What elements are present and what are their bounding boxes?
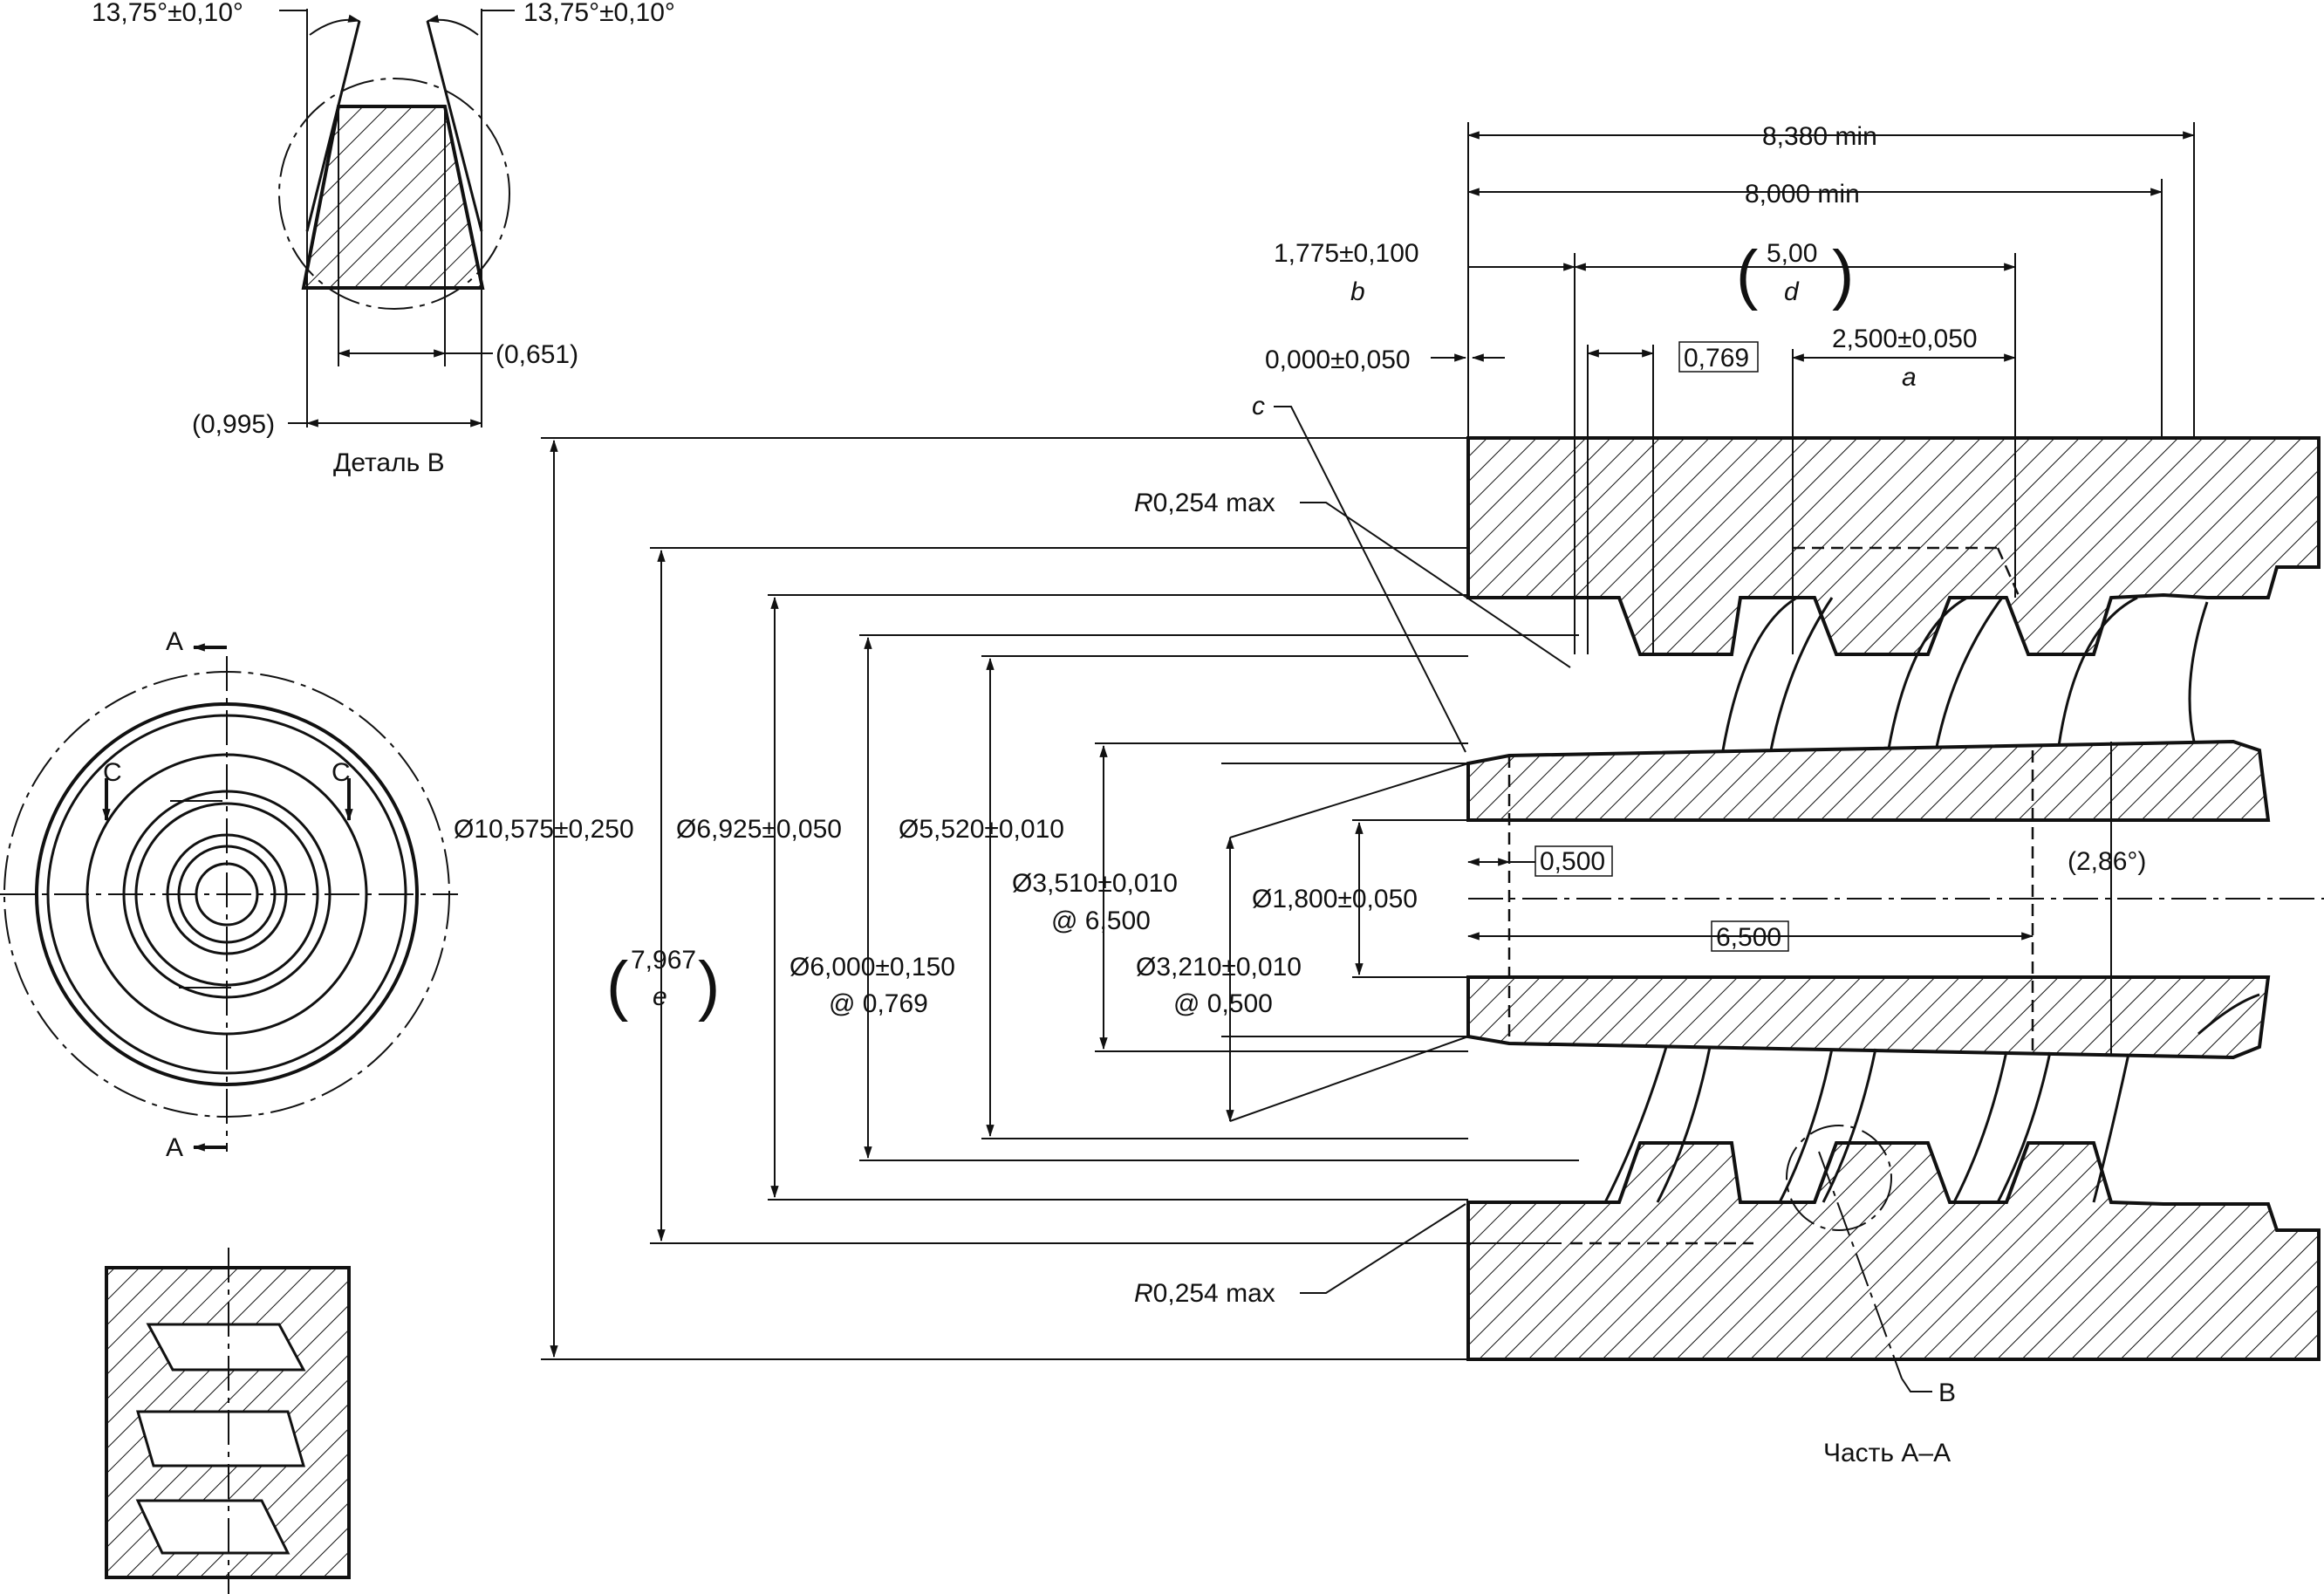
dim-overall-length: 8,380 min	[1762, 122, 1877, 151]
note-c: c	[1252, 392, 1265, 421]
dim-offset-b: 1,775±0,100	[1274, 239, 1419, 268]
paren-close-d: )	[1832, 237, 1854, 311]
detail-b: 13,75°±0,10° 13,75°±0,10° (0,651) (0,995…	[92, 0, 675, 477]
section-c-view	[105, 1248, 351, 1594]
section-c-thread-1	[146, 1323, 306, 1372]
label-c-left: C	[103, 758, 122, 787]
part-core-lower	[1466, 975, 2271, 1060]
end-view: A A C C	[0, 627, 458, 1162]
thread-flanks	[1603, 596, 2260, 1203]
detail-ref-b: B	[1938, 1379, 1956, 1407]
dim-basic-0500: 0,500	[1540, 847, 1605, 876]
dim-dia-3510: Ø3,510±0,010	[1012, 869, 1178, 898]
paren-open-d: (	[1736, 237, 1758, 311]
dim-offset-b-note: b	[1350, 277, 1365, 306]
dim-pitch: 5,00	[1767, 239, 1817, 268]
section-c-thread-3	[135, 1499, 290, 1555]
dim-taper-angle: (2,86°)	[2068, 847, 2146, 876]
dim-dia-outer: Ø10,575±0,250	[454, 815, 634, 844]
dim-zero-offset: 0,000±0,050	[1265, 345, 1411, 374]
dim-basic-0769: 0,769	[1684, 344, 1749, 373]
detail-b-caption: Деталь B	[333, 448, 445, 477]
part-top-wall	[1466, 436, 2321, 656]
dim-dia-3210: Ø3,210±0,010	[1136, 953, 1302, 982]
dim-dia-3210-at: @ 0,500	[1173, 989, 1273, 1018]
detail-b-dim-inner-label: (0,651)	[496, 340, 578, 369]
dim-dia-3510-at: @ 6,500	[1051, 906, 1151, 935]
detail-b-flank-left	[305, 20, 361, 232]
section-labels: 8,380 min 8,000 min 1,775±0,100 b ( 5,00…	[454, 122, 2146, 1467]
dimensions	[541, 122, 2196, 1360]
radius-top: R0,254 max	[1134, 489, 1275, 517]
detail-b-flank-right	[426, 20, 483, 232]
dim-dia-6925: Ø6,925±0,050	[676, 815, 842, 844]
dim-dia-6000-at: @ 0,769	[829, 989, 928, 1018]
dim-ref-7967: 7,967	[631, 946, 696, 975]
end-view-outer-ring	[35, 702, 419, 1086]
dim-pitch-a-note: a	[1902, 363, 1917, 392]
detail-b-angle-right: 13,75°±0,10°	[523, 0, 675, 27]
radius-bottom: R0,254 max	[1134, 1279, 1275, 1308]
dim-dia-1800: Ø1,800±0,050	[1252, 885, 1418, 913]
label-a-top: A	[166, 627, 183, 656]
label-a-bottom: A	[166, 1133, 183, 1162]
detail-b-angle-left: 13,75°±0,10°	[92, 0, 243, 27]
part-bottom-wall	[1466, 1141, 2321, 1361]
section-a-a	[1466, 436, 2324, 1392]
dim-pitch-a: 2,500±0,050	[1832, 325, 1978, 353]
paren-open-e: (	[606, 948, 628, 1023]
dim-pitch-note: d	[1784, 277, 1800, 306]
dim-dia-5520: Ø5,520±0,010	[899, 815, 1064, 844]
dim-thread-length: 8,000 min	[1745, 180, 1860, 209]
dim-basic-6500: 6,500	[1716, 923, 1781, 952]
section-caption: Часть A–A	[1823, 1439, 1951, 1467]
section-c-thread-2	[136, 1410, 305, 1467]
dim-dia-6000: Ø6,000±0,150	[789, 953, 955, 982]
detail-b-marker-circle	[1786, 1125, 1892, 1231]
part-core-upper	[1466, 739, 2271, 822]
dim-ref-7967-note: e	[653, 982, 667, 1011]
paren-close-e: )	[698, 948, 720, 1023]
detail-b-circle	[278, 78, 510, 310]
label-c-right: C	[332, 758, 351, 787]
detail-b-dim-outer-label: (0,995)	[192, 410, 275, 439]
